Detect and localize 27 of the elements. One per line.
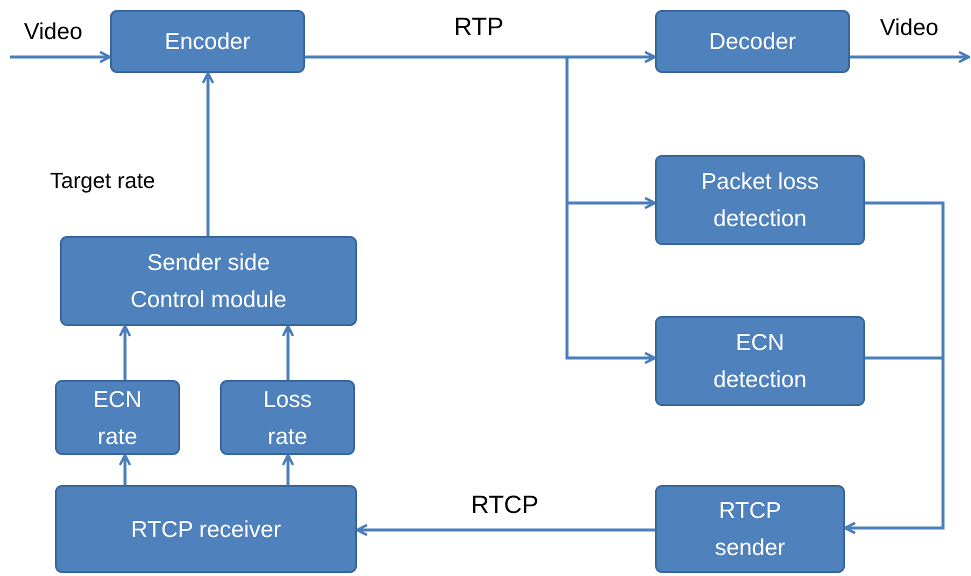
arrow [282, 454, 294, 485]
process-box [55, 380, 180, 455]
box-label: Encoder [164, 27, 250, 56]
arrow [356, 524, 655, 536]
box-label: Sender side Control module [130, 248, 288, 314]
process-box [220, 380, 355, 455]
box-label: Packet loss detection [700, 167, 820, 233]
process-box [655, 485, 845, 573]
arrow [844, 356, 944, 534]
process-box [655, 155, 865, 245]
arrow [282, 324, 294, 380]
arrow [10, 50, 112, 64]
box-label: ECN rate [92, 384, 143, 450]
process-box [55, 485, 357, 573]
box-label: ECN detection [712, 328, 808, 394]
process-box [60, 236, 357, 326]
box-label: RTCP receiver [131, 514, 281, 544]
process-box [655, 10, 850, 73]
arrow [850, 50, 970, 64]
arrow [202, 72, 214, 236]
arrow [118, 324, 132, 380]
box-label: Loss rate [262, 384, 313, 450]
process-box [655, 316, 865, 406]
arrow [118, 454, 132, 485]
process-box [110, 10, 305, 73]
box-label: Decoder [709, 27, 796, 56]
box-label: RTCP sender [714, 496, 786, 562]
